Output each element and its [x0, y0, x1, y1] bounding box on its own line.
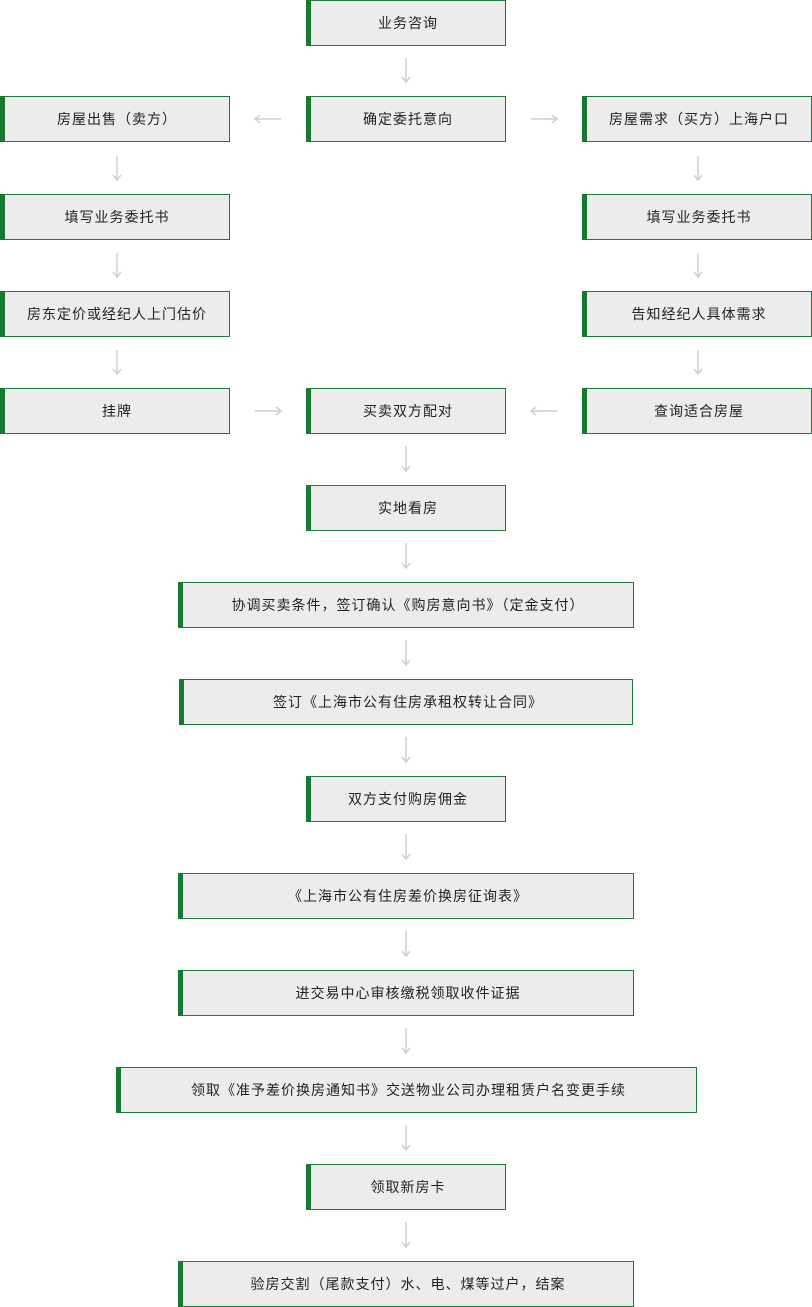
step-form: 《上海市公有住房差价换房征询表》: [178, 873, 634, 919]
arrow-down-icon: [401, 446, 411, 473]
arrow-down-icon: [401, 1125, 411, 1152]
arrow-right-icon: [255, 406, 283, 416]
step-match: 买卖双方配对: [306, 388, 506, 434]
step-find-house: 查询适合房屋: [582, 388, 812, 434]
arrow-down-icon: [401, 58, 411, 84]
step-consult: 业务咨询: [306, 0, 506, 46]
arrow-left-icon: [529, 406, 557, 416]
step-seller: 房屋出售（卖方）: [0, 96, 230, 142]
arrow-down-icon: [112, 253, 122, 279]
step-handover: 验房交割（尾款支付）水、电、煤等过户，结案: [178, 1261, 634, 1307]
arrow-left-icon: [253, 114, 281, 124]
arrow-down-icon: [401, 640, 411, 667]
step-listing: 挂牌: [0, 388, 230, 434]
step-sign-contract: 签订《上海市公有住房承租权转让合同》: [179, 679, 633, 725]
arrow-down-icon: [112, 156, 122, 182]
step-viewing: 实地看房: [306, 485, 506, 531]
step-tell-agent: 告知经纪人具体需求: [582, 291, 812, 337]
arrow-down-icon: [401, 931, 411, 958]
arrow-down-icon: [693, 350, 703, 376]
step-tax: 进交易中心审核缴税领取收件证据: [178, 970, 634, 1016]
arrow-down-icon: [401, 834, 411, 861]
step-price: 房东定价或经纪人上门估价: [0, 291, 230, 337]
arrow-down-icon: [401, 1028, 411, 1055]
arrow-down-icon: [401, 1222, 411, 1249]
arrow-down-icon: [401, 543, 411, 570]
step-commission: 双方支付购房佣金: [306, 776, 506, 822]
step-negotiate: 协调买卖条件，签订确认《购房意向书》（定金支付）: [178, 582, 634, 628]
arrow-down-icon: [401, 737, 411, 764]
arrow-down-icon: [112, 350, 122, 376]
arrow-right-icon: [531, 114, 559, 124]
step-buyer: 房屋需求（买方）上海户口: [582, 96, 812, 142]
arrow-down-icon: [693, 156, 703, 182]
step-notice: 领取《准予差价换房通知书》交送物业公司办理租赁户名变更手续: [116, 1067, 697, 1113]
step-buyer-entrust: 填写业务委托书: [582, 194, 812, 240]
step-confirm-intent: 确定委托意向: [306, 96, 506, 142]
step-seller-entrust: 填写业务委托书: [0, 194, 230, 240]
arrow-down-icon: [693, 253, 703, 279]
step-new-card: 领取新房卡: [306, 1164, 506, 1210]
